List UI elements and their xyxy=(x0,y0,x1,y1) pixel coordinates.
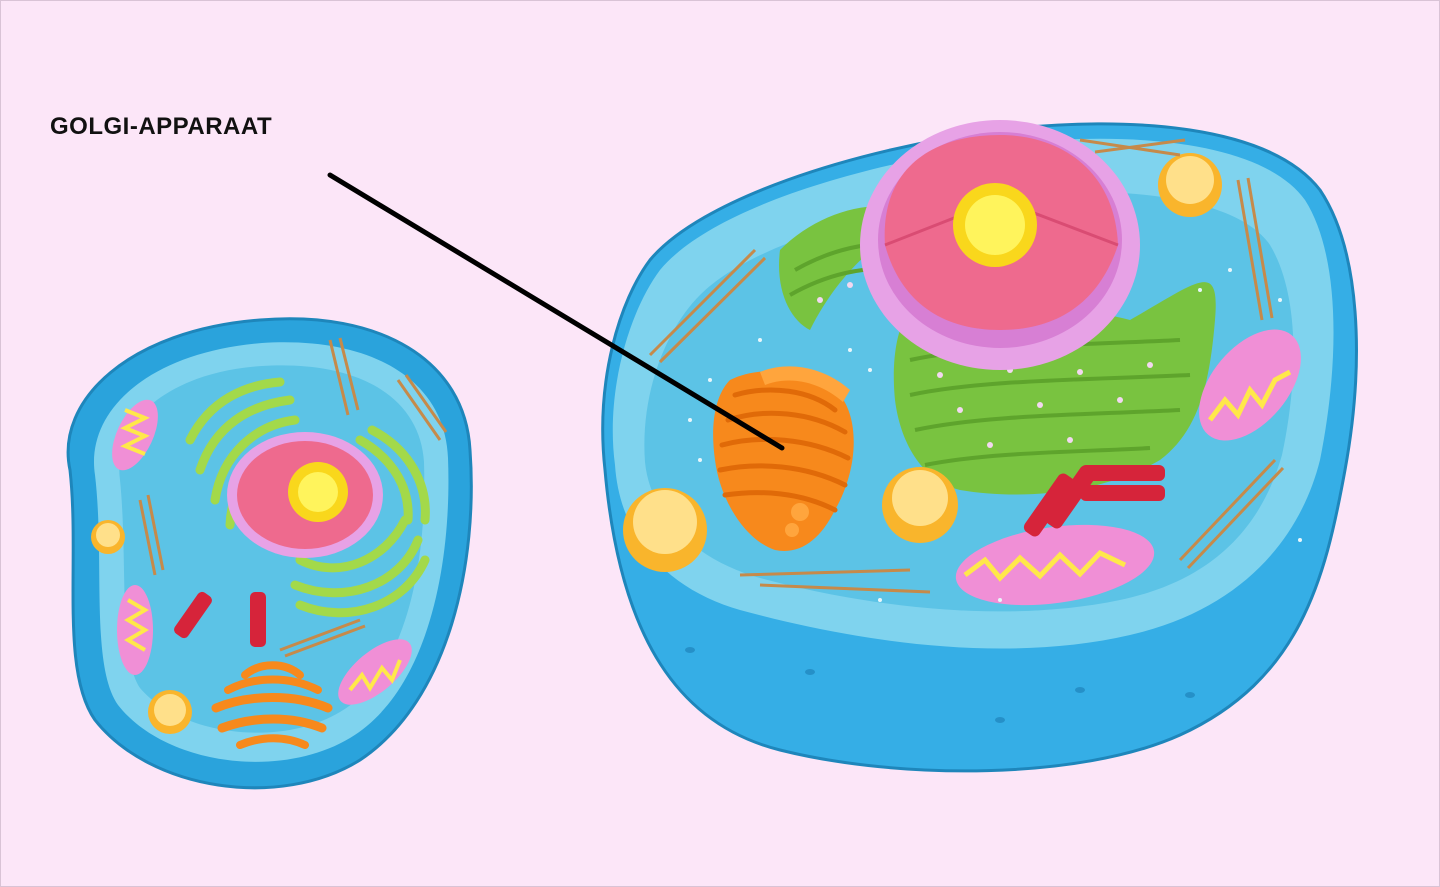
mitochondrion-2d-3 xyxy=(338,639,412,705)
membrane-dots-3d xyxy=(685,647,1195,723)
lysosome-3d-3 xyxy=(882,467,958,543)
mitochondrion-2d-1 xyxy=(112,399,158,471)
golgi-apparatus-2d xyxy=(211,661,333,749)
mitochondrion-3d-1 xyxy=(1199,329,1301,441)
centriole-3d xyxy=(1023,465,1165,537)
golgi-label: GOLGI-APPARAAT xyxy=(50,113,273,140)
cytoskeleton-3d xyxy=(648,138,1285,594)
cytoskeleton-2d xyxy=(138,337,448,658)
label-leader-line xyxy=(327,172,785,451)
animal-cell-3d xyxy=(601,120,1358,773)
nucleus-3d xyxy=(860,120,1140,370)
lysosome-3d-2 xyxy=(623,488,707,572)
golgi-apparatus-3d xyxy=(713,366,854,551)
lysosome-2d-1 xyxy=(91,520,125,554)
centriole-2d xyxy=(174,591,266,647)
mitochondrion-3d-2 xyxy=(955,524,1155,606)
ribosomes-3d xyxy=(688,268,1302,602)
mitochondrion-2d-2 xyxy=(117,585,153,675)
animal-cell-2d xyxy=(66,317,473,790)
lysosome-2d-2 xyxy=(148,690,192,734)
lysosome-3d-1 xyxy=(1158,153,1222,217)
